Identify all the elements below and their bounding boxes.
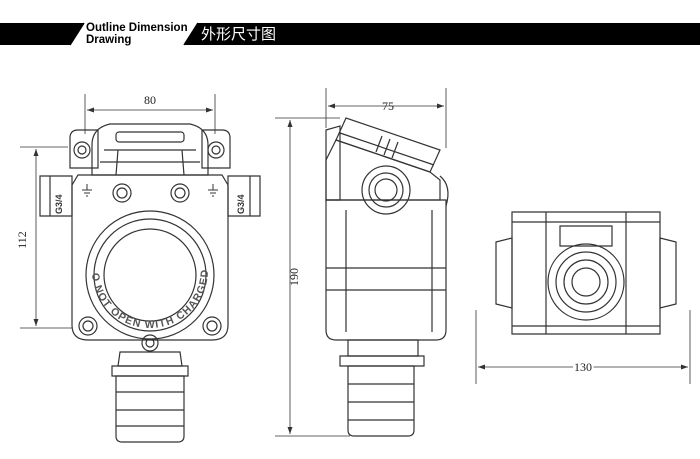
- port-label-left: G3/4: [54, 194, 64, 214]
- bottom-right-port: [659, 237, 677, 309]
- side-view: [325, 117, 449, 437]
- front-height-value: 112: [15, 231, 29, 249]
- side-gland: [361, 165, 411, 215]
- front-height-dimension: [20, 146, 72, 329]
- front-width-value: 80: [144, 93, 156, 107]
- bottom-view: [495, 211, 677, 335]
- warning-text-path: DO NOT OPEN WITH CHARGED.: [0, 0, 210, 331]
- side-cap: [325, 117, 441, 201]
- front-view: [39, 123, 261, 443]
- bottom-width-dimension: [475, 310, 691, 384]
- bottom-left-port: [495, 237, 513, 309]
- front-side-ports: [39, 175, 261, 217]
- bottom-body: [511, 211, 661, 335]
- side-height-value: 190: [287, 268, 301, 286]
- front-body: [71, 174, 229, 341]
- bottom-neck: [559, 225, 613, 247]
- bottom-sensor: [547, 243, 625, 321]
- front-top-lugs: [69, 129, 231, 169]
- header-band-graphic: [0, 22, 700, 46]
- side-bulge: [439, 175, 449, 207]
- front-width-dimension: [84, 94, 216, 134]
- header-title-en: Outline Dimension Drawing: [86, 22, 188, 46]
- side-width-dimension: [325, 88, 447, 148]
- front-sensor-bottom: [111, 351, 189, 443]
- header-title-en-line1: Outline Dimension: [86, 22, 188, 34]
- header-title-en-line2: Drawing: [86, 34, 132, 46]
- side-sensor-bottom: [339, 339, 425, 437]
- header-bar: Outline Dimension Drawing 外形尺寸图: [0, 22, 700, 46]
- front-top-cap: [91, 123, 209, 176]
- bottom-width-value: 130: [574, 360, 592, 374]
- front-bolts: [78, 183, 222, 352]
- side-width-value: 75: [382, 99, 394, 113]
- warning-text: DO NOT OPEN WITH CHARGED.: [0, 0, 211, 331]
- port-label-right: G3/4: [236, 194, 246, 214]
- front-window: [85, 210, 215, 340]
- side-height-dimension: [275, 117, 350, 437]
- ground-icon: [82, 184, 218, 197]
- side-body-lower: [325, 199, 447, 341]
- header-title-zh: 外形尺寸图: [201, 25, 277, 43]
